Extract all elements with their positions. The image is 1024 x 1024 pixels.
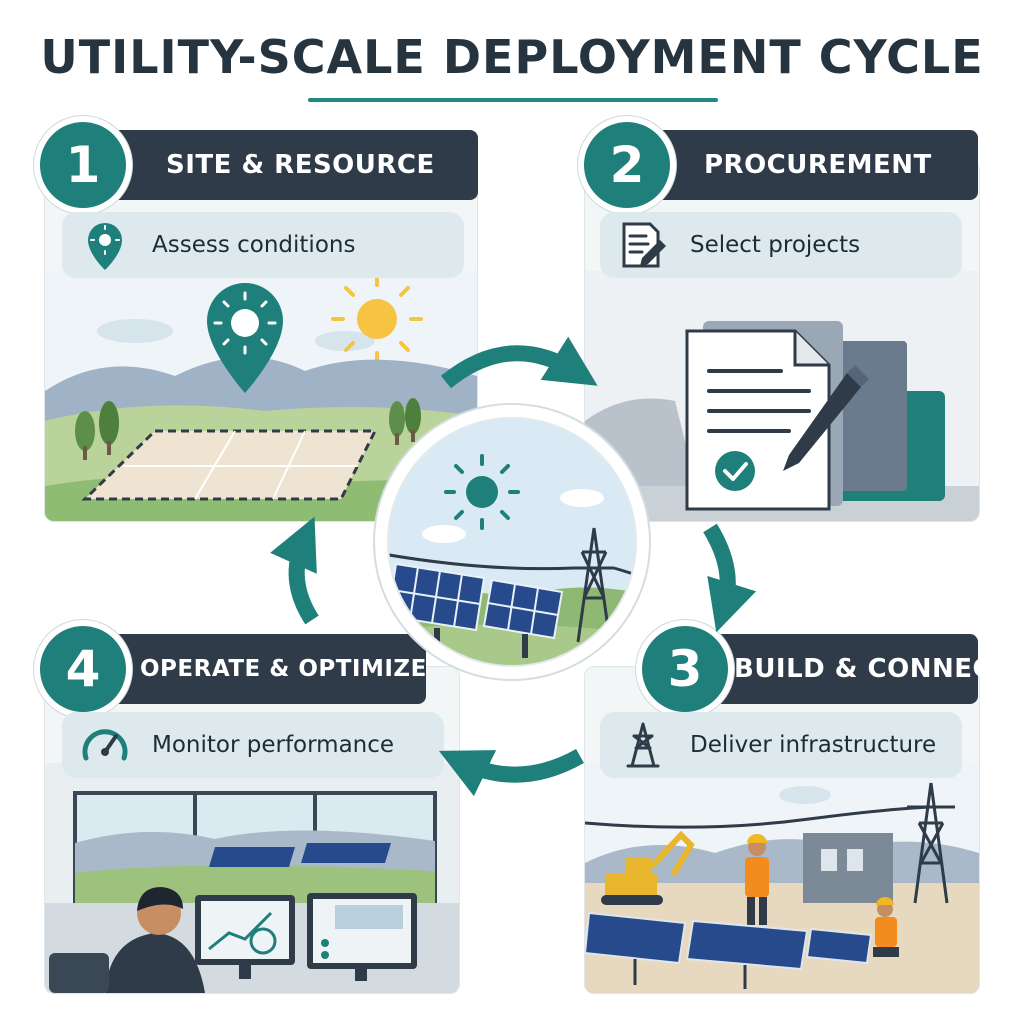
- step-3-task-pill: Deliver infrastructure: [600, 712, 962, 778]
- arrow-step3-to-step4: [438, 748, 584, 797]
- map-pin-sun-icon: [207, 283, 283, 393]
- monitor-icon: [307, 893, 417, 981]
- map-pin-sun-icon: [88, 223, 122, 270]
- step-2-task: Select projects: [690, 232, 861, 258]
- step-4-heading: OPERATE & OPTIMIZE: [140, 656, 427, 682]
- pen-icon: [783, 365, 869, 471]
- step-1-heading: SITE & RESOURCE: [166, 150, 435, 180]
- page-title: UTILITY-SCALE DEPLOYMENT CYCLE: [40, 30, 984, 84]
- document-pen-icon: [622, 222, 666, 268]
- step-4-task: Monitor performance: [152, 732, 395, 758]
- step-2-banner: PROCUREMENT: [640, 130, 978, 200]
- arrow-step4-to-step1: [270, 516, 319, 625]
- transmission-tower-icon: [585, 782, 955, 904]
- step-1-task: Assess conditions: [152, 232, 356, 258]
- sun-icon: [331, 273, 423, 365]
- monitor-icon: [195, 895, 295, 979]
- site-plot-outline: [81, 429, 378, 501]
- solar-panel-icon: [585, 911, 873, 989]
- sun-icon: [444, 454, 520, 530]
- operator-person: [49, 887, 205, 993]
- worker-icon: [873, 897, 899, 957]
- solar-panel-icon: [209, 843, 391, 867]
- step-3-number-badge: 3: [636, 620, 734, 718]
- control-room-scene: [45, 763, 459, 993]
- step-4-number-badge: 4: [34, 620, 132, 718]
- control-room-illustration: [45, 763, 459, 993]
- step-4-task-pill: Monitor performance: [62, 712, 444, 778]
- worker-icon: [745, 834, 769, 925]
- tree-icon: [75, 398, 421, 460]
- procurement-illustration: [585, 271, 979, 521]
- step-1-number-badge: 1: [34, 116, 132, 214]
- solar-farm-illustration: [373, 403, 651, 681]
- arrow-step2-to-step3: [703, 523, 757, 633]
- step-4-banner: OPERATE & OPTIMIZE: [98, 634, 426, 704]
- step-3-heading: BUILD & CONNECT: [734, 654, 1011, 684]
- step-2-heading: PROCUREMENT: [704, 150, 932, 180]
- substation-building: [803, 833, 893, 903]
- step-3-task: Deliver infrastructure: [690, 732, 937, 758]
- construction-illustration: [585, 763, 979, 993]
- step-1-task-pill: Assess conditions: [62, 212, 464, 278]
- excavator-icon: [601, 830, 695, 905]
- step-2-number-badge: 2: [578, 116, 676, 214]
- solar-panel-icon: [388, 562, 564, 658]
- step-2-task-pill: Select projects: [600, 212, 962, 278]
- title-underline: [308, 98, 718, 102]
- procurement-scene: [585, 271, 979, 521]
- site-landscape-illustration: [45, 271, 477, 521]
- step-3-card: [584, 666, 980, 994]
- transmission-tower-icon: [626, 722, 660, 768]
- center-solar-farm-circle: [372, 402, 652, 682]
- checkmark-icon: [715, 451, 755, 491]
- construction-scene: [585, 763, 979, 993]
- gauge-icon: [82, 729, 128, 761]
- site-landscape-scene: [45, 271, 477, 521]
- step-1-banner: SITE & RESOURCE: [98, 130, 478, 200]
